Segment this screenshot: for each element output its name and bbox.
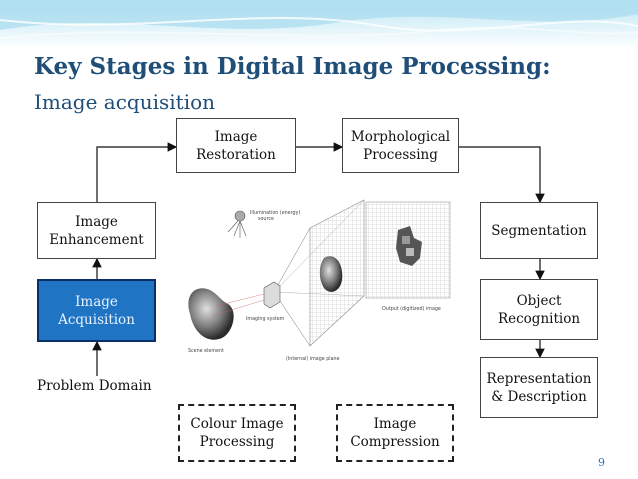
stage-representation-description: Representation & Description — [480, 357, 598, 418]
arrow-enhancement-to-restoration — [96, 142, 178, 202]
slide-subtitle: Image acquisition — [34, 90, 216, 114]
acquisition-illustration: Illumination (energy)source Output (digi… — [188, 199, 451, 362]
label-illumination: Illumination (energy)source — [250, 210, 300, 222]
imaging-system-icon — [263, 281, 281, 309]
stage-image-restoration: Image Restoration — [176, 118, 296, 173]
page-number: 9 — [598, 456, 605, 469]
slide-title: Key Stages in Digital Image Processing: — [34, 53, 551, 80]
label-illumination-line2: source — [258, 216, 274, 222]
arrow-morphological-to-segmentation — [459, 146, 545, 204]
projected-object-icon — [319, 256, 343, 292]
stage-object-recognition: Object Recognition — [480, 279, 598, 340]
stage-image-acquisition: Image Acquisition — [37, 279, 156, 342]
label-image-plane: (Internal) image plane — [286, 356, 340, 362]
illumination-source-icon — [234, 210, 246, 222]
stage-colour-image-processing: Colour Image Processing — [178, 404, 296, 462]
label-scene-element: Scene element — [188, 348, 224, 354]
problem-domain-label: Problem Domain — [37, 378, 152, 394]
banner-wave-decoration — [0, 0, 638, 39]
stage-image-enhancement: Image Enhancement — [37, 202, 156, 259]
scene-element-icon — [188, 288, 234, 340]
label-illumination-line1: Illumination (energy) — [250, 210, 300, 216]
header-banner — [0, 0, 638, 48]
stage-segmentation: Segmentation — [480, 202, 598, 259]
label-output-image: Output (digitized) image — [382, 306, 441, 312]
label-imaging-system: Imaging system — [246, 316, 285, 322]
stage-image-compression: Image Compression — [336, 404, 454, 462]
stage-morphological-processing: Morphological Processing — [342, 118, 459, 173]
